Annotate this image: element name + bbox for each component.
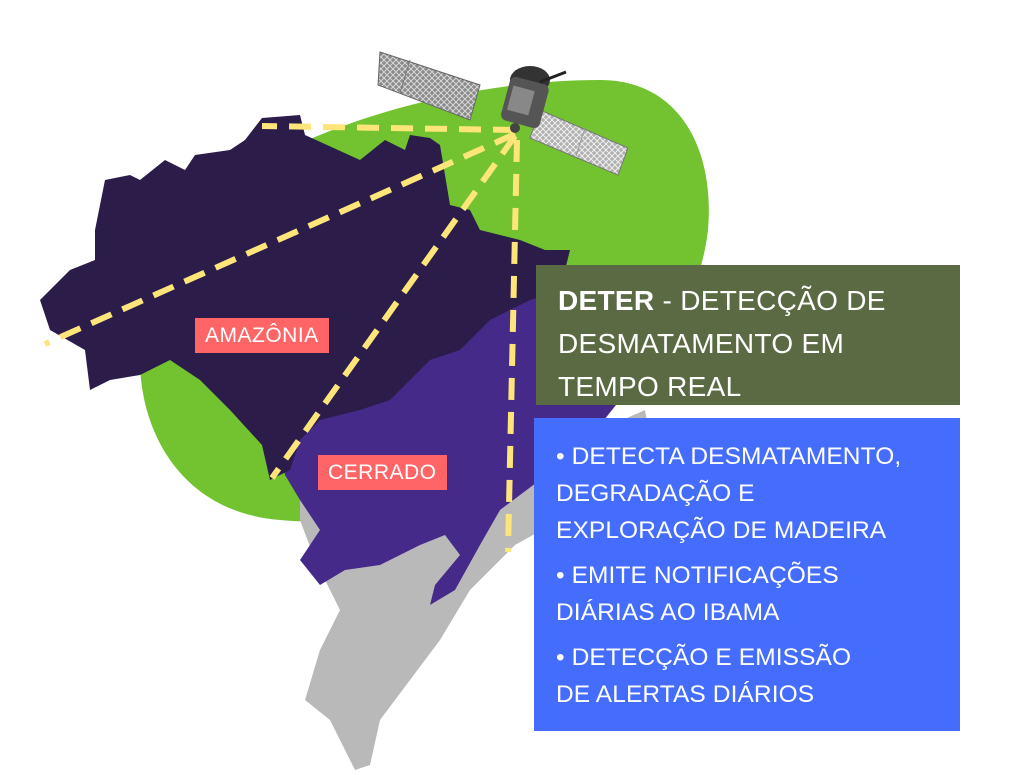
bullet-text: • EMITE NOTIFICAÇÕES bbox=[556, 562, 839, 589]
cerrado-label: CERRADO bbox=[318, 455, 447, 490]
bullet-text: • DETECÇÃO E EMISSÃO bbox=[556, 644, 852, 671]
satellite-signal-lines bbox=[43, 123, 520, 553]
bullet-text: DE ALERTAS DIÁRIOS bbox=[556, 681, 815, 708]
title-line-1: DETER - DETECÇÃO DE bbox=[558, 279, 940, 322]
deter-title-box: DETER - DETECÇÃO DE DESMATAMENTO EM TEMP… bbox=[536, 265, 960, 405]
bullet-text: DIÁRIAS AO IBAMA bbox=[556, 599, 780, 626]
satellite-icon bbox=[377, 51, 629, 176]
title-separator: - bbox=[654, 285, 681, 316]
title-line-3: TEMPO REAL bbox=[558, 371, 742, 402]
feature-bullet-detection: • DETECTA DESMATAMENTO, DEGRADAÇÃO E EXP… bbox=[556, 438, 950, 549]
amazonia-label: AMAZÔNIA bbox=[195, 318, 329, 353]
title-line-2: DESMATAMENTO EM bbox=[558, 328, 845, 359]
bullet-text: EXPLORAÇÃO DE MADEIRA bbox=[556, 517, 887, 544]
title-line-1-text: DETECÇÃO DE bbox=[680, 285, 886, 316]
feature-bullet-notifications: • EMITE NOTIFICAÇÕES DIÁRIAS AO IBAMA bbox=[556, 557, 950, 631]
deter-features-box: • DETECTA DESMATAMENTO, DEGRADAÇÃO E EXP… bbox=[534, 418, 960, 731]
bullet-text: • DETECTA DESMATAMENTO, bbox=[556, 443, 902, 470]
bullet-text: DEGRADAÇÃO E bbox=[556, 480, 755, 507]
deter-acronym: DETER bbox=[558, 285, 655, 316]
feature-bullet-alerts: • DETECÇÃO E EMISSÃO DE ALERTAS DIÁRIOS bbox=[556, 639, 950, 713]
amazonia-region bbox=[40, 115, 570, 480]
